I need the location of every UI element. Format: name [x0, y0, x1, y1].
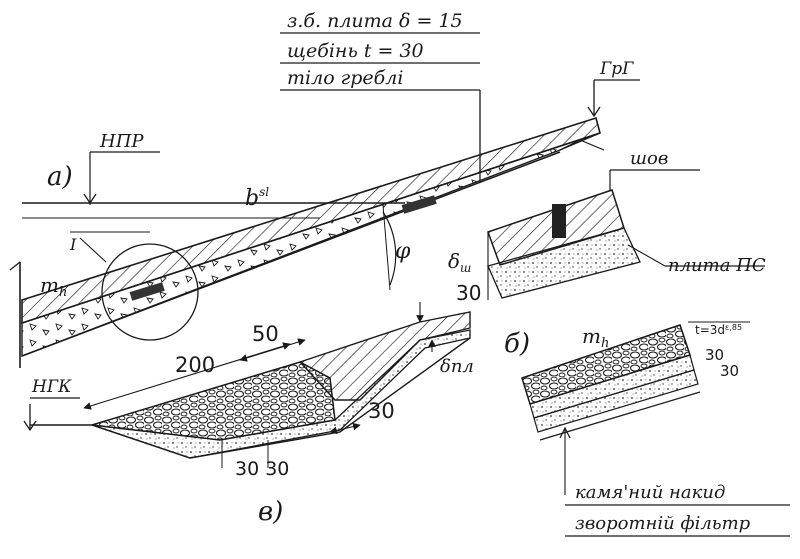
top-label-stack: з.б. плита δ = 15 щебінь t = 30 тіло гре…: [280, 10, 481, 182]
label-dam-body: тіло греблі: [287, 67, 403, 89]
toe-section: 200 50 30 30 30 δпл НГК в): [23, 302, 474, 527]
label-phi: φ: [395, 239, 411, 264]
label-npr: НПР: [99, 131, 144, 152]
label-delta-sh: δш: [448, 249, 471, 275]
label-mh-a: mh: [40, 273, 67, 300]
joint-detail-section: шов плита ПС δш 30: [448, 148, 766, 305]
label-joint: шов: [630, 148, 668, 169]
joint-filter-layer: [487, 227, 641, 299]
dim-50: 50: [252, 322, 279, 346]
dim-30-b2: 30: [720, 362, 739, 380]
part-a-label: а): [47, 162, 73, 192]
variant-b-section: б) mh t=3dε,85 30 30: [504, 321, 750, 495]
label-detail-i: I: [69, 235, 77, 254]
b-filter-2: [533, 369, 699, 433]
toe-slab: [298, 311, 471, 401]
label-t-3d: t=3dε,85: [695, 323, 742, 337]
label-slab-ps: плита ПС: [668, 255, 766, 276]
bsl-dimension: bsl: [245, 185, 269, 211]
crest-marker: ГрГ: [587, 59, 640, 118]
slab-joint: [401, 195, 437, 214]
label-ngk: НГК: [31, 377, 72, 397]
slab-joint: [129, 282, 165, 301]
dim-30-b1: 30: [705, 346, 724, 364]
label-crest: ГрГ: [599, 59, 634, 79]
dim-200: 200: [175, 353, 215, 377]
label-slab: з.б. плита δ = 15: [287, 10, 463, 32]
label-mh-b: mh: [582, 324, 609, 351]
dim-30-toe: 30: [368, 399, 395, 423]
slope-angle: φ: [382, 204, 411, 291]
detail-circle: I: [69, 235, 199, 341]
dim-30-joint: 30: [456, 281, 481, 305]
part-b-label: б): [504, 329, 530, 359]
part-v-label: в): [258, 497, 283, 527]
label-rock-fill: камя'ний накид: [575, 482, 725, 503]
main-slope-section: [9, 116, 605, 368]
dim-30-30: 30 30: [235, 458, 289, 480]
normal-water-level: НПР: [22, 131, 405, 233]
joint-seam: [552, 204, 566, 238]
variant-b-legend: камя'ний накид зворотній фільтр: [565, 482, 790, 537]
label-reverse-filter: зворотній фільтр: [575, 513, 751, 534]
label-crushed-stone: щебінь t = 30: [287, 40, 424, 62]
label-bsl: bsl: [245, 185, 269, 211]
label-delta-pl: δпл: [440, 356, 474, 377]
